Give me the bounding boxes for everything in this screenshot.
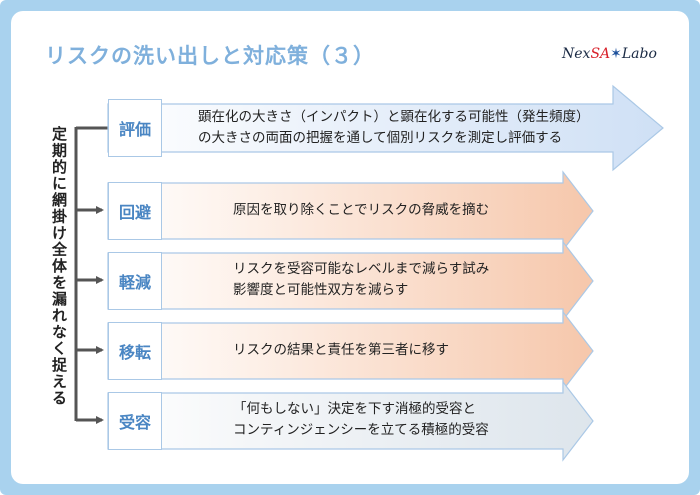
desc-transfer: リスクの結果と責任を第三者に移す [233, 340, 449, 361]
label-reduce: 軽減 [108, 252, 162, 310]
arrow-accept [107, 380, 594, 462]
logo-text-sa: SA [590, 46, 611, 62]
arrow-transfer [107, 310, 594, 392]
desc-evaluate-line-1: 顕在化の大きさ（インパクト）と顕在化する可能性（発生頻度） [198, 109, 590, 125]
desc-evaluate-line-2: の大きさの両面の把握を通して個別リスクを測定し評価する [198, 130, 563, 146]
label-evaluate: 評価 [108, 99, 162, 157]
page-title: リスクの洗い出しと対応策（３） [45, 44, 375, 68]
desc-transfer-line-1: リスクの結果と責任を第三者に移す [233, 342, 449, 358]
desc-reduce-line-1: リスクを受容可能なレベルまで減らす試み [233, 261, 490, 277]
label-transfer: 移転 [108, 322, 162, 380]
label-avoid: 回避 [108, 182, 162, 240]
desc-accept-line-2: コンティンジェンシーを立てる積極的受容 [233, 422, 489, 438]
desc-accept: 「何もしない」決定を下す消極的受容と コンティンジェンシーを立てる積極的受容 [233, 399, 489, 441]
arrow-reduce [107, 240, 594, 322]
label-accept: 受容 [108, 392, 162, 450]
logo-text-labo: Labo [621, 46, 657, 62]
desc-reduce-line-2: 影響度と可能性双方を減らす [233, 282, 409, 298]
side-label: 定期的に網掛け全体を漏れなく捉える [50, 126, 68, 407]
desc-avoid: 原因を取り除くことでリスクの脅威を摘む [233, 200, 489, 221]
logo-text-nex: Nex [562, 46, 591, 62]
brand-logo: NexSA✶Labo [562, 46, 657, 62]
desc-evaluate: 顕在化の大きさ（インパクト）と顕在化する可能性（発生頻度） の大きさの両面の把握… [198, 107, 590, 149]
desc-reduce: リスクを受容可能なレベルまで減らす試み 影響度と可能性双方を減らす [233, 259, 489, 301]
desc-accept-line-1: 「何もしない」決定を下す消極的受容と [233, 401, 476, 417]
star-icon: ✶ [610, 46, 622, 62]
desc-avoid-line-1: 原因を取り除くことでリスクの脅威を摘む [233, 202, 490, 218]
arrow-avoid [107, 170, 594, 252]
